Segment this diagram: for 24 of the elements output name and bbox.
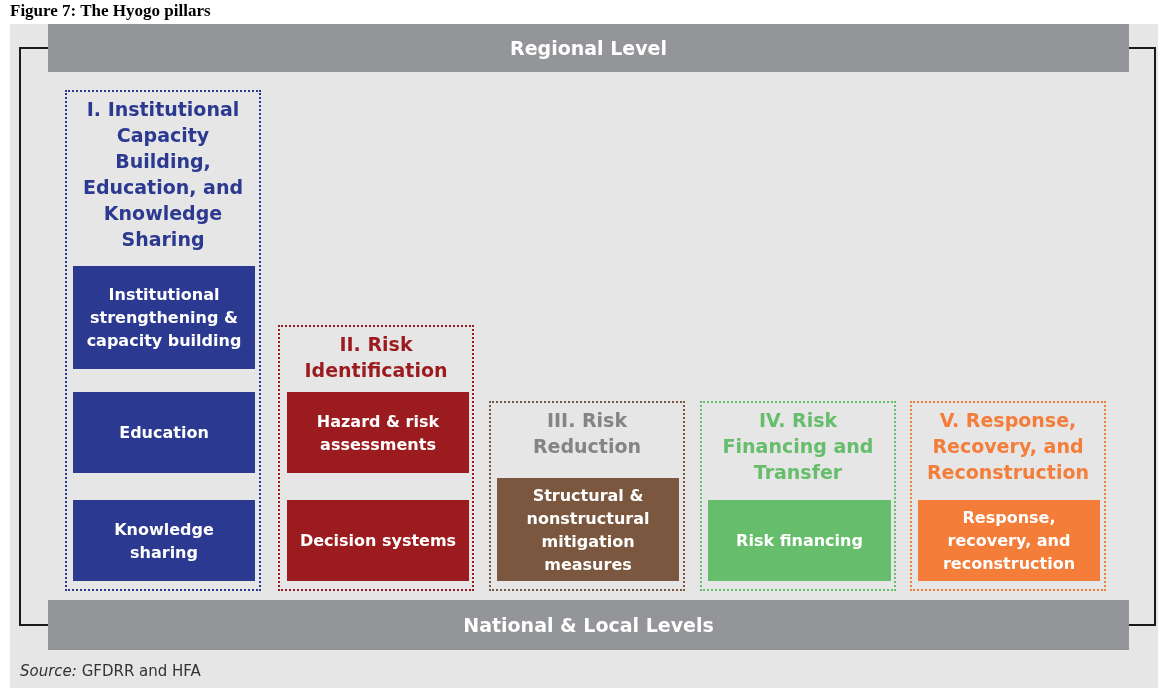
activity-box: Institutional strengthening & capacity building: [73, 266, 255, 369]
activity-box: Decision systems: [287, 500, 469, 581]
pillar-heading: II. Risk Identification: [303, 332, 449, 383]
figure-title: Figure 7: The Hyogo pillars: [10, 1, 211, 21]
activity-box: Education: [73, 392, 255, 473]
pillar-frame: [489, 401, 685, 591]
pillar-frame: [910, 401, 1106, 591]
activity-box: Hazard & risk assessments: [287, 392, 469, 473]
pillar-heading: III. Risk Reduction: [531, 408, 643, 459]
activity-box: Knowledge sharing: [73, 500, 255, 581]
level-bar: Regional Level: [48, 24, 1129, 72]
activity-box: Risk financing: [708, 500, 891, 581]
pillar-heading: IV. Risk Financing and Transfer: [721, 408, 875, 485]
pillar-frame: [278, 325, 474, 591]
bracket-line: [1128, 47, 1156, 626]
level-bar: National & Local Levels: [48, 600, 1129, 650]
pillar-frame: [700, 401, 896, 591]
activity-box: Structural & nonstructural mitigation measures: [497, 478, 679, 581]
bracket-line: [19, 47, 49, 626]
pillar-frame: [65, 90, 261, 591]
activity-box: Response, recovery, and reconstruction: [918, 500, 1100, 581]
source-caption: Source: GFDRR and HFA: [20, 662, 201, 680]
pillar-heading: V. Response, Recovery, and Reconstruction: [925, 408, 1091, 485]
pillar-heading: I. Institutional Capacity Building, Education, and Knowledge Sharing: [81, 97, 245, 252]
